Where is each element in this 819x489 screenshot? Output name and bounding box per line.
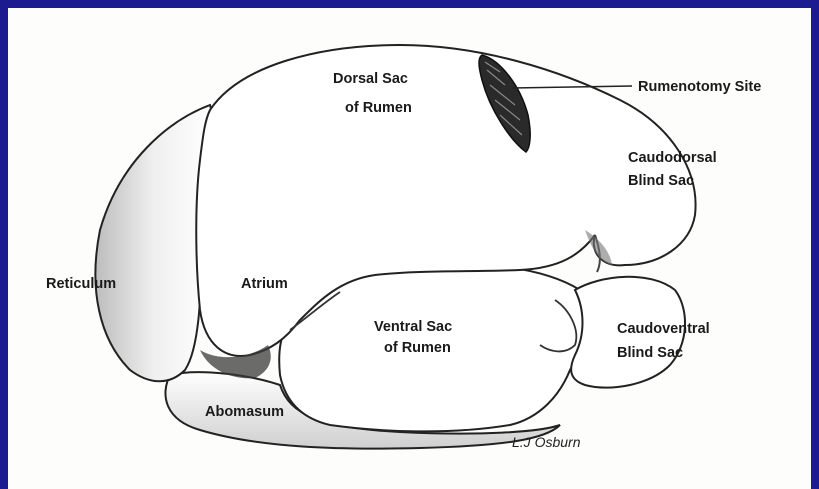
label-caudodorsal-line2: Blind Sac bbox=[628, 173, 694, 189]
label-caudoventral-line1: Caudoventral bbox=[617, 321, 710, 337]
label-atrium: Atrium bbox=[241, 276, 288, 292]
artist-signature: L.J Osburn bbox=[512, 434, 581, 450]
label-caudodorsal-line1: Caudodorsal bbox=[628, 150, 717, 166]
rumen-illustration: Dorsal Sac of Rumen Rumenotomy Site Caud… bbox=[8, 8, 811, 489]
label-ventral-sac-line1: Ventral Sac bbox=[374, 319, 452, 335]
label-ventral-sac-line2: of Rumen bbox=[384, 340, 451, 356]
label-abomasum: Abomasum bbox=[205, 404, 284, 420]
reticulum-shape bbox=[95, 105, 211, 381]
label-reticulum: Reticulum bbox=[46, 276, 116, 292]
label-dorsal-sac-line1: Dorsal Sac bbox=[333, 71, 408, 87]
label-rumenotomy-site: Rumenotomy Site bbox=[638, 79, 761, 95]
diagram-canvas: Dorsal Sac of Rumen Rumenotomy Site Caud… bbox=[8, 8, 811, 489]
label-dorsal-sac-line2: of Rumen bbox=[345, 100, 412, 116]
label-caudoventral-line2: Blind Sac bbox=[617, 345, 683, 361]
